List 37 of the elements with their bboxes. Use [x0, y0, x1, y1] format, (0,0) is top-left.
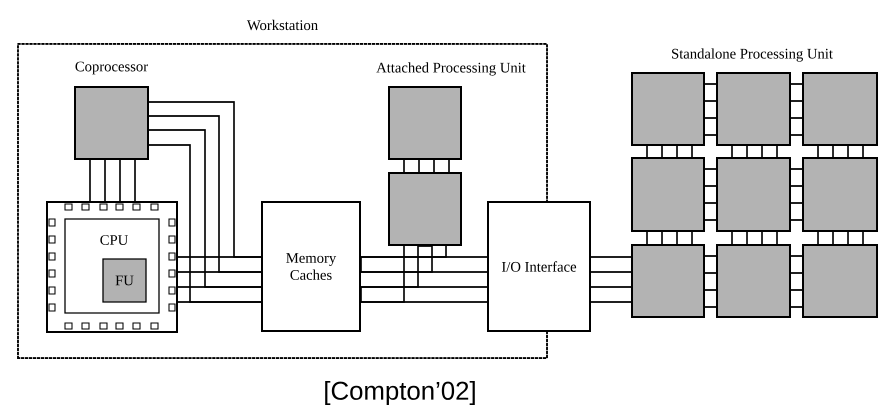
- processing-unit-box: [631, 244, 705, 318]
- interface-box: I/O Interface: [487, 201, 591, 332]
- pin-connector: [704, 83, 717, 136]
- pin-connector: [790, 255, 803, 308]
- processing-unit-box: Attached Processing Unit: [376, 62, 526, 160]
- pin-connector: [790, 83, 803, 136]
- processing-unit-box: [802, 157, 878, 232]
- processing-unit-box: [802, 72, 878, 146]
- memory-box: Memory Caches: [261, 201, 361, 332]
- processing-unit-box: [388, 172, 462, 246]
- pin-connector: [704, 255, 717, 308]
- coprocessor-chip: Coprocessor: [74, 62, 149, 160]
- pin-connector: [790, 168, 803, 221]
- pin-connector: [403, 159, 450, 173]
- pin-connector: [817, 231, 864, 245]
- processing-unit-box: [631, 157, 705, 232]
- bus-lines: [360, 245, 447, 303]
- processing-unit-box: [716, 244, 791, 318]
- processing-unit-box: [716, 157, 791, 232]
- pin-connector: [817, 145, 864, 158]
- node-label: Coprocessor: [76, 62, 148, 74]
- processing-unit-box: [716, 72, 791, 146]
- unit-label: Standalone Processing Unit: [672, 48, 833, 62]
- pin-connector: [731, 231, 778, 245]
- pin-connector: [704, 168, 717, 221]
- pin-connector: [646, 231, 693, 245]
- citation: [Compton’02]: [325, 380, 475, 406]
- processing-unit-box: [802, 244, 878, 318]
- node-label: Workstation: [246, 20, 318, 30]
- bus-lines: [177, 256, 262, 303]
- bus-lines: [89, 159, 136, 202]
- pin-connector: [646, 145, 693, 158]
- processing-unit-box: [631, 72, 705, 146]
- bus-lines: [590, 256, 632, 303]
- pin-connector: [731, 145, 778, 158]
- functional-unit-box: FU: [102, 258, 147, 303]
- node-label: Attached Processing Unit: [376, 62, 526, 76]
